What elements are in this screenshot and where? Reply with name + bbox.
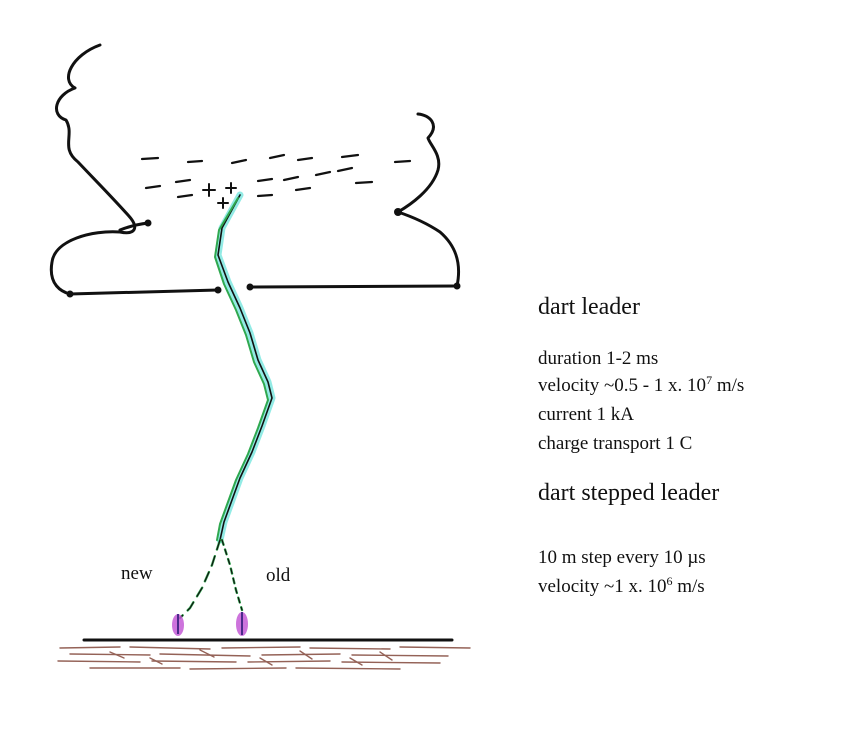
cloud-outline [49, 43, 461, 296]
dart-leader-duration: duration 1-2 ms [538, 348, 659, 369]
attachment-new [172, 614, 184, 636]
channel-glow [214, 191, 276, 544]
dart-leader-velocity-prefix: velocity ~0.5 - 1 x. 10 [538, 375, 707, 396]
dart-leader-heading: dart leader [538, 294, 640, 320]
attachment-old [236, 612, 248, 636]
dart-stepped-leader-velocity-exponent: 6 [666, 574, 673, 588]
dart-leader-velocity: velocity ~0.5 - 1 x. 107 m/s [538, 373, 745, 397]
cloud-dots [66, 208, 461, 298]
dart-stepped-leader-velocity-unit: m/s [672, 576, 705, 597]
label-old: old [266, 565, 291, 586]
dart-stepped-leader-heading: dart stepped leader [538, 480, 720, 506]
dart-leader-current: current 1 kA [538, 404, 635, 425]
label-new: new [121, 563, 153, 584]
ground-soil [57, 646, 471, 670]
negative-charges [140, 153, 412, 199]
lightning-channel [217, 194, 273, 541]
dart-leader-charge: charge transport 1 C [538, 433, 693, 454]
stepped-branch-old [220, 538, 244, 612]
positive-charges [202, 182, 237, 209]
dart-stepped-leader-step: 10 m step every 10 µs [538, 547, 706, 568]
stepped-branch-new [178, 538, 222, 620]
dart-stepped-leader-velocity-prefix: velocity ~1 x. 10 [538, 576, 667, 597]
dart-leader-velocity-exponent: 7 [706, 373, 713, 387]
dart-leader-velocity-unit: m/s [712, 375, 745, 396]
channel-green-edge [214, 197, 269, 541]
dart-stepped-leader-velocity: velocity ~1 x. 106 m/s [538, 574, 705, 598]
